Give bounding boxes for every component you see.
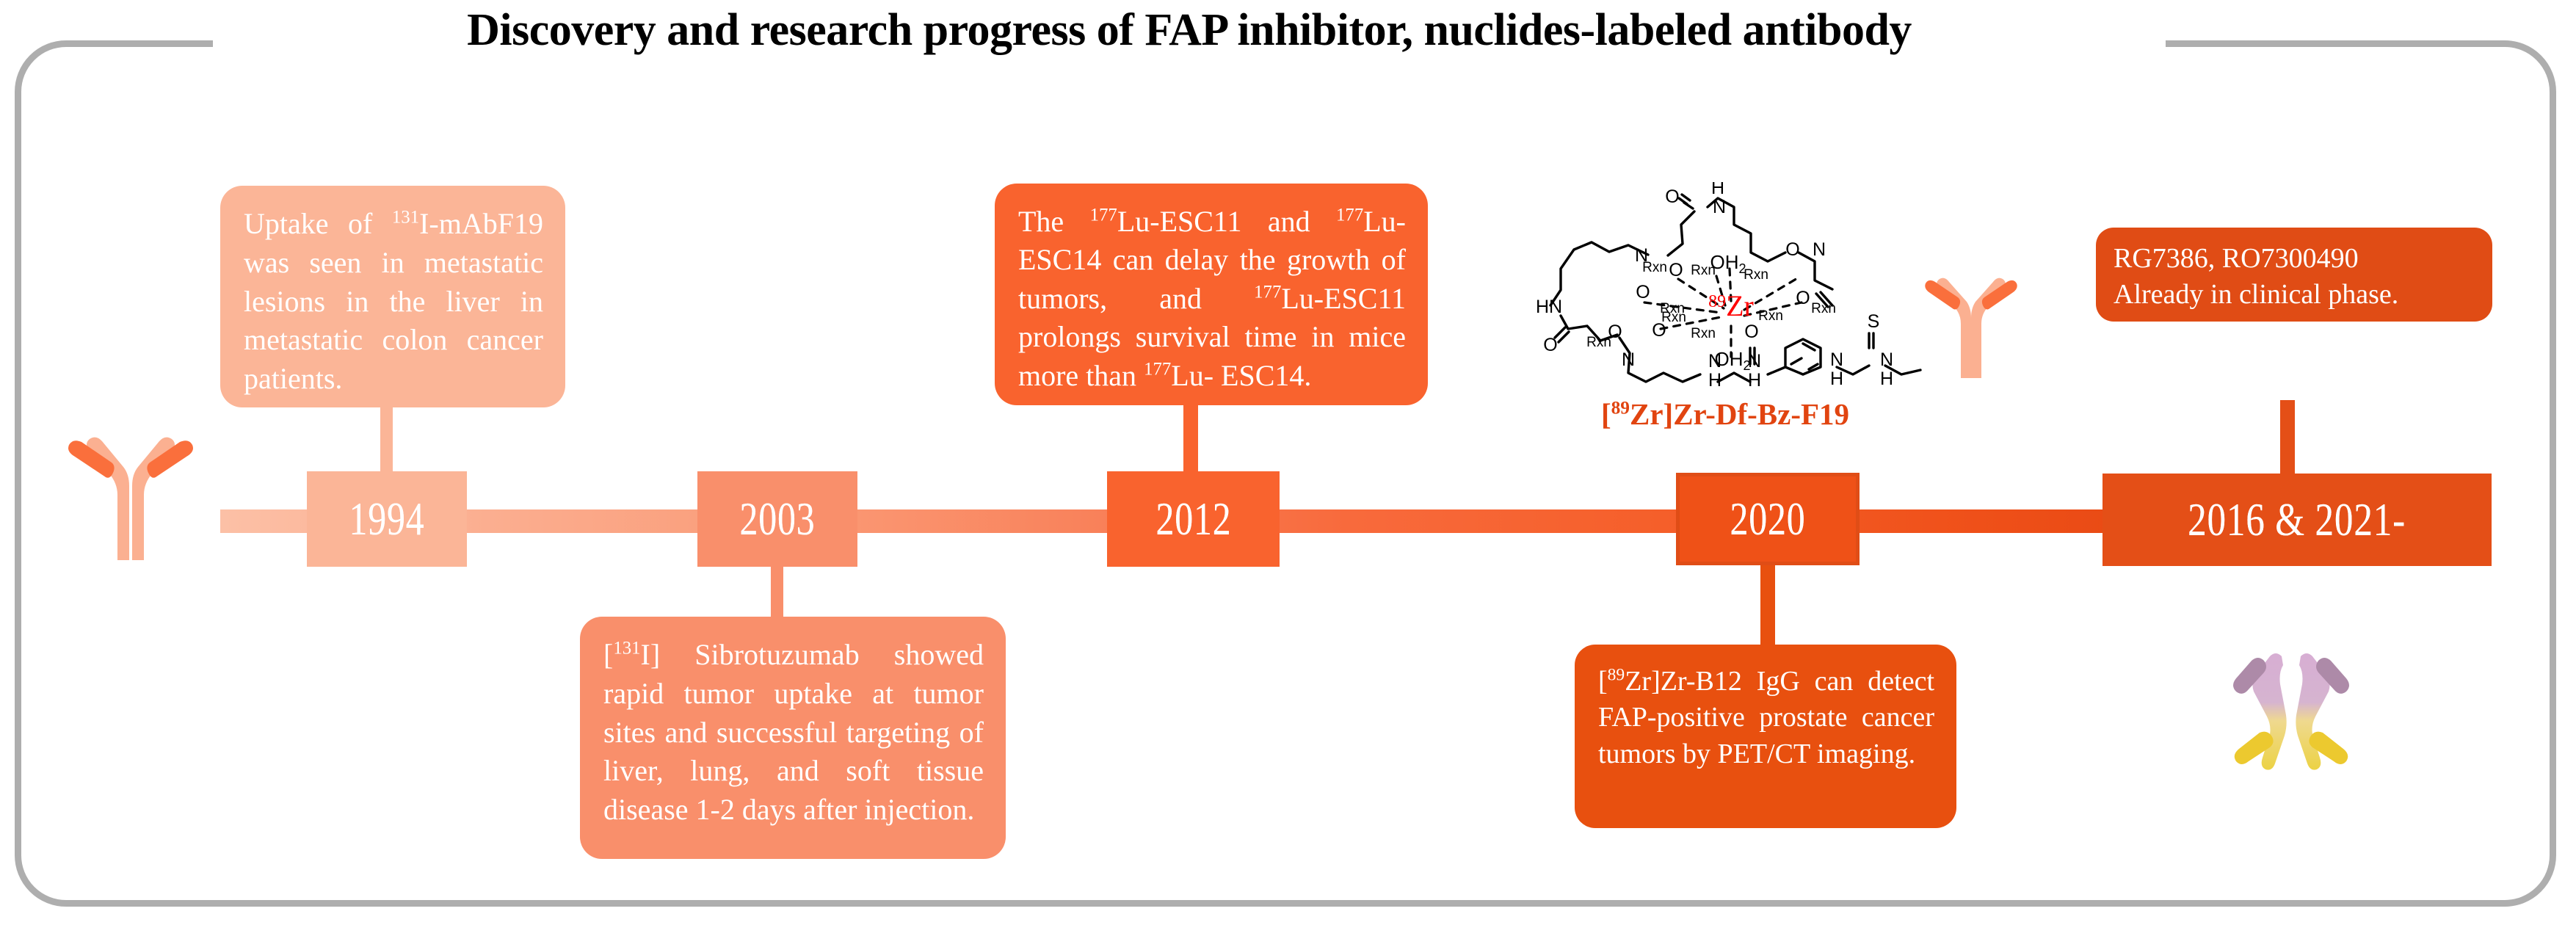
svg-text:N: N <box>1713 197 1726 217</box>
info-card-2016-2021: RG7386, RO7300490 Already in clinical ph… <box>2096 228 2492 322</box>
svg-text:O: O <box>1608 322 1622 342</box>
info-card-2012: The 177Lu-ESC11 and 177Lu-ESC14 can dela… <box>995 184 1428 405</box>
info-card-1994: Uptake of 131I-mAbF19 was seen in metast… <box>220 186 565 407</box>
svg-text:N: N <box>1635 245 1648 266</box>
connector-stem-1994 <box>380 407 393 475</box>
svg-text:N: N <box>1880 349 1893 370</box>
year-label-1994: 1994 <box>349 493 425 545</box>
chemical-structure-caption: [89Zr]Zr-Df-Bz-F19 <box>1498 396 1953 432</box>
svg-text:N: N <box>1748 351 1761 371</box>
water-ligand-bottom: OH2 <box>1714 348 1750 373</box>
svg-text:H: H <box>1880 369 1893 389</box>
card-2012-seg1: The <box>1018 205 1090 238</box>
svg-text:N: N <box>1622 349 1635 370</box>
frame-title-gap <box>213 22 2166 66</box>
timeline-axis-bar <box>220 509 2474 533</box>
svg-text:N: N <box>1708 351 1721 371</box>
svg-text:Rxn: Rxn <box>1586 335 1611 350</box>
svg-text:Rxn: Rxn <box>1758 308 1783 324</box>
svg-text:O: O <box>1665 186 1679 207</box>
antibody-icon <box>1925 278 2017 378</box>
svg-text:Rxn: Rxn <box>1811 301 1836 316</box>
svg-text:H: H <box>1748 370 1761 391</box>
card-2012-sup3: 177 <box>1254 282 1282 302</box>
card-2003-text-post: I] Sibrotuzumab showed rapid tumor uptak… <box>603 638 984 827</box>
card-2012-sup4: 177 <box>1144 359 1172 380</box>
svg-text:Rxn: Rxn <box>1642 260 1667 275</box>
card-1994-superscript: 131 <box>391 207 420 228</box>
card-2012-seg3: Lu-ESC14 can delay the growth of tumors,… <box>1018 205 1406 315</box>
card-2012-seg5: Lu- ESC14. <box>1171 358 1312 392</box>
timeline-marker-2020[interactable]: 2020 <box>1676 473 1860 565</box>
card-2020-text-pre: [ <box>1598 666 1608 697</box>
card-1994-text-post: I-mAbF19 was seen in metastatic lesions … <box>244 207 543 396</box>
chem-caption-post: Zr]Zr-Df-Bz-F19 <box>1630 397 1850 431</box>
svg-text:O: O <box>1636 282 1650 302</box>
timeline-marker-2003[interactable]: 2003 <box>697 471 857 567</box>
svg-text:Rxn: Rxn <box>1691 263 1716 278</box>
connector-stem-2003 <box>771 564 783 617</box>
svg-text:H: H <box>1711 182 1724 198</box>
connector-stem-2020 <box>1760 564 1775 645</box>
card-2016-line2: Already in clinical phase. <box>2114 278 2399 310</box>
card-2012-seg4: Lu-ESC11 prolongs survival time in mice … <box>1018 281 1406 392</box>
info-card-2020: [89Zr]Zr-B12 IgG can detect FAP-positive… <box>1575 645 1956 828</box>
connector-stem-2016 <box>2280 400 2295 477</box>
svg-text:Rxn: Rxn <box>1691 326 1716 341</box>
chem-caption-superscript: 89 <box>1611 397 1630 418</box>
svg-text:Rxn: Rxn <box>1661 310 1686 325</box>
svg-text:N: N <box>1813 239 1826 260</box>
svg-text:H: H <box>1830 369 1843 389</box>
svg-text:O: O <box>1543 335 1557 355</box>
card-2012-seg2: Lu-ESC11 and <box>1117 205 1337 238</box>
card-2003-text-pre: [ <box>603 638 614 671</box>
svg-text:H: H <box>1708 370 1721 391</box>
svg-text:O: O <box>1785 239 1799 260</box>
card-1994-text-pre: Uptake of <box>244 207 392 240</box>
svg-text:O: O <box>1744 322 1758 342</box>
svg-text:O: O <box>1796 288 1810 308</box>
svg-text:Rxn: Rxn <box>1660 301 1685 316</box>
svg-text:N: N <box>1830 349 1843 370</box>
connector-stem-2012 <box>1183 405 1198 475</box>
chemical-structure-figure: O H N N O O O HN O N O O N O N H N H O N… <box>1498 182 1982 402</box>
page-title: Discovery and research progress of FAP i… <box>467 5 1912 55</box>
antibody-bispecific-icon <box>2233 653 2349 770</box>
chem-caption-pre: [ <box>1600 397 1611 431</box>
antibody-icon <box>68 437 193 560</box>
info-card-2003: [131I] Sibrotuzumab showed rapid tumor u… <box>580 617 1006 859</box>
timeline-marker-2012[interactable]: 2012 <box>1107 471 1280 567</box>
svg-text:HN: HN <box>1536 297 1562 317</box>
timeline-marker-2016-2021[interactable]: 2016 & 2021- <box>2102 474 2492 566</box>
svg-text:O: O <box>1669 260 1683 280</box>
card-2012-sup1: 177 <box>1089 205 1117 225</box>
year-label-2012: 2012 <box>1155 493 1231 545</box>
year-label-2016-2021: 2016 & 2021- <box>2188 493 2406 545</box>
card-2016-line1: RG7386, RO7300490 <box>2114 243 2359 274</box>
svg-text:S: S <box>1868 311 1880 332</box>
svg-text:Rxn: Rxn <box>1744 267 1768 283</box>
card-2020-text-post: Zr]Zr-B12 IgG can detect FAP-positive pr… <box>1598 666 1934 769</box>
zirconium-metal-center: 89Zr <box>1708 289 1754 322</box>
svg-text:O: O <box>1652 320 1666 341</box>
card-2020-superscript: 89 <box>1607 665 1625 685</box>
timeline-marker-1994[interactable]: 1994 <box>307 471 467 567</box>
year-label-2020: 2020 <box>1730 493 1806 545</box>
card-2012-sup2: 177 <box>1336 205 1364 225</box>
year-label-2003: 2003 <box>739 493 816 545</box>
chemical-structure-svg: O H N N O O O HN O N O O N O N H N H O N… <box>1536 182 1922 391</box>
card-2003-superscript: 131 <box>613 638 641 659</box>
